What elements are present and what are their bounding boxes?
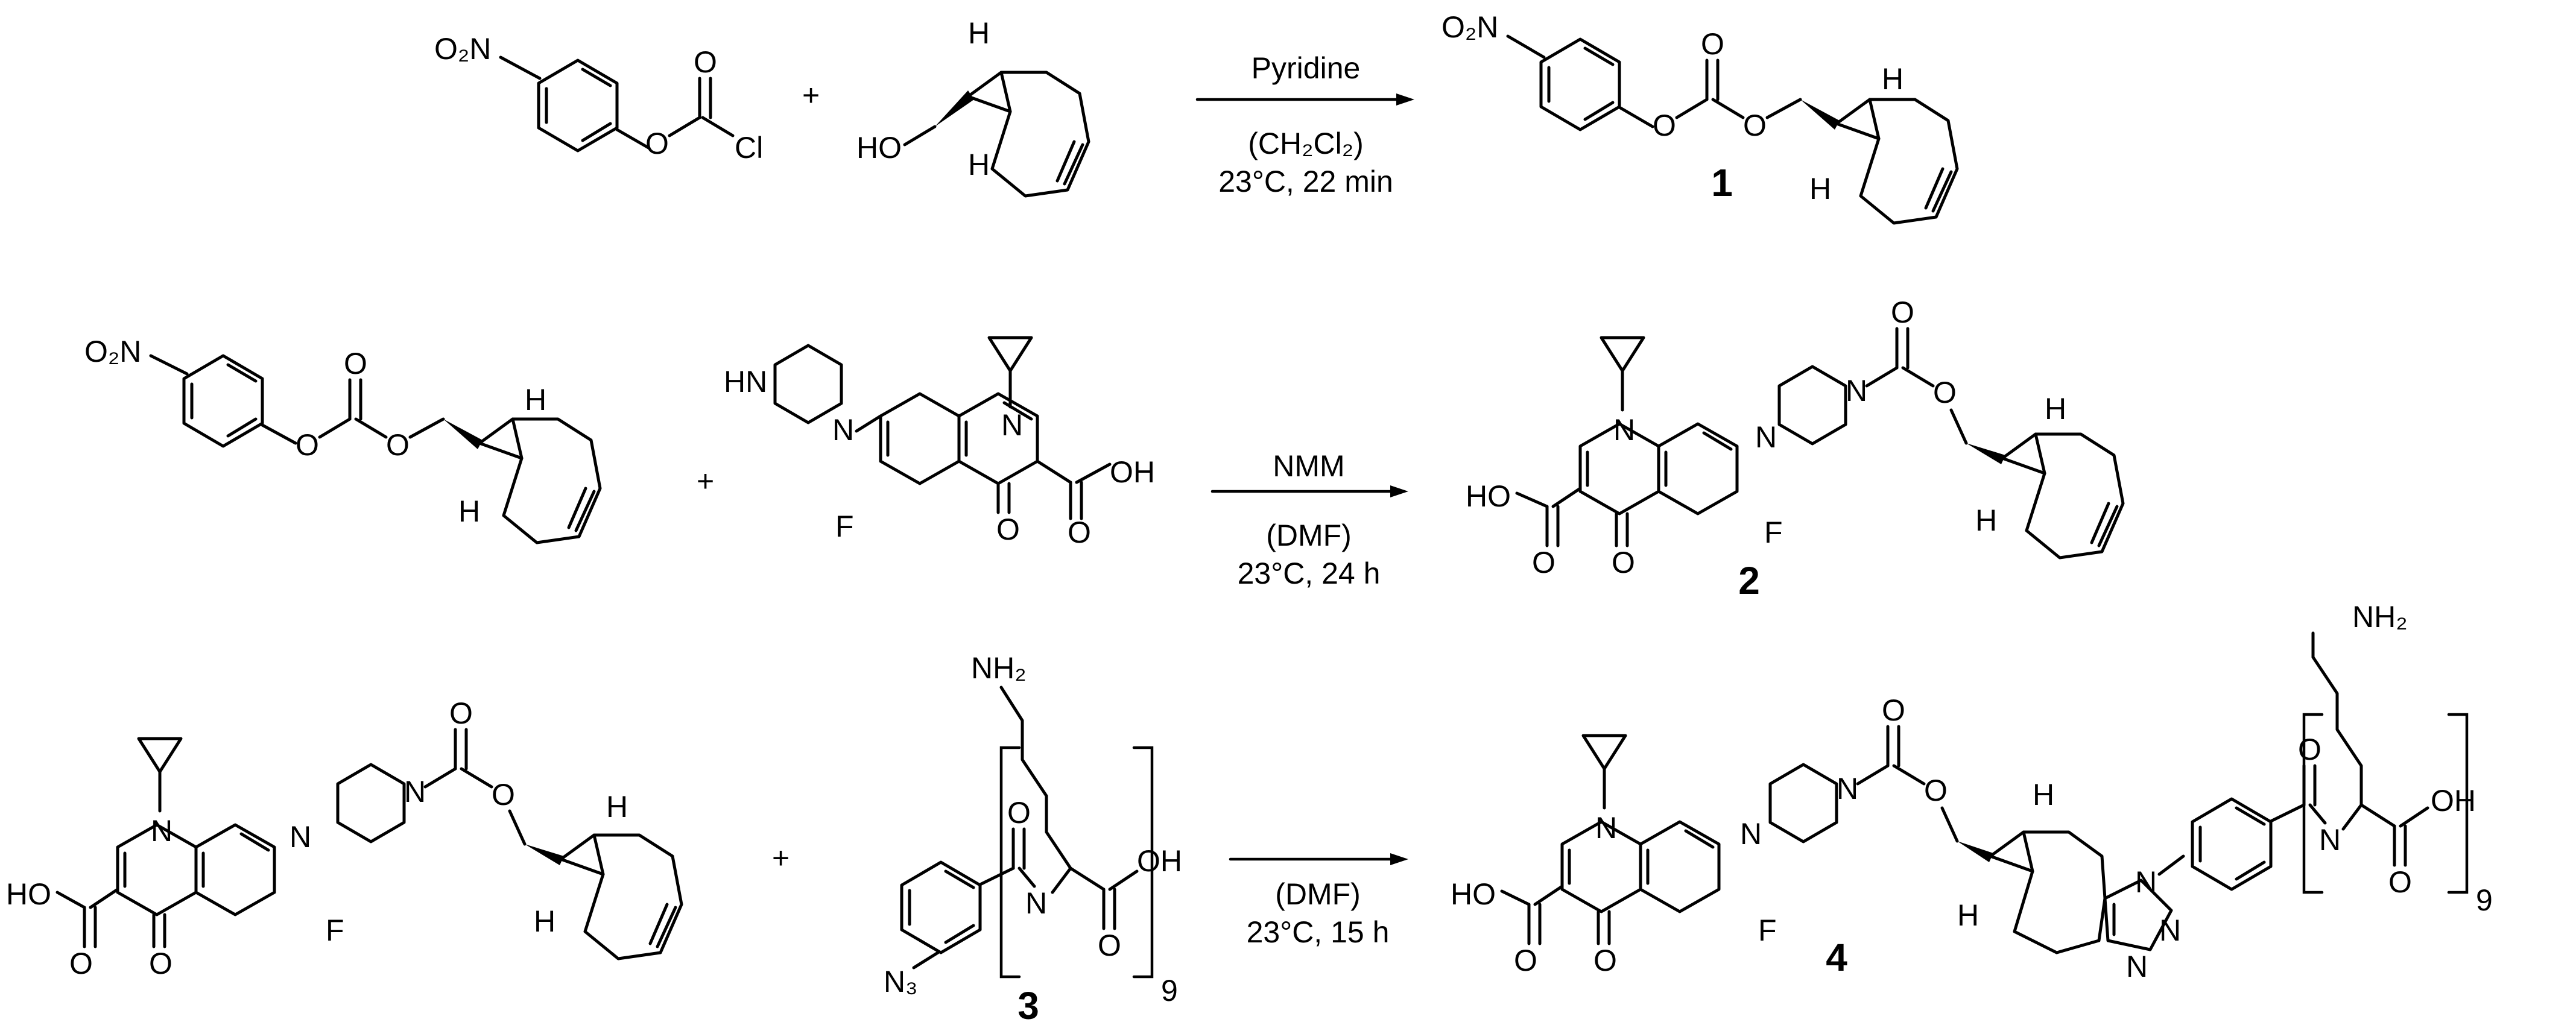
cpd2-n1-label: N [1613,413,1635,447]
cpd2-h-top: H [2045,392,2066,426]
conditions-2: 23°C, 24 h [1238,557,1381,590]
row2-o3-label: O [386,428,410,462]
row3-h-top: H [606,790,628,824]
compound-2-label: 2 [1738,559,1760,602]
triazole-n1-label: N [2135,865,2157,899]
cpd2-acid-o-label: O [1532,546,1555,579]
plus-sign-3: + [772,841,790,875]
cpd2-f-label: F [1764,516,1783,549]
cpd4-amide-o-label: O [2298,733,2321,766]
ester-oxygen-label: O [645,127,669,160]
cpd4-nh-label: N [2319,823,2341,857]
cipro-acid-o-label: O [1068,516,1091,549]
row3-h-bottom: H [534,904,555,938]
cpd2-ketone-o-label: O [1612,546,1635,579]
cpd3-repeat-label: 9 [1161,974,1178,1008]
row3-pip-n1-label: N [290,820,311,854]
cpd4-ketone-o-label: O [1593,944,1617,977]
bridgehead-h-top: H [968,16,990,50]
compound-1-label: 1 [1711,161,1733,204]
cpd4-pip-n1-label: N [1740,817,1762,851]
triazole-n2-label: N [2159,913,2181,947]
carbonyl-oxygen-label: O [694,45,717,79]
row3-f-label: F [326,913,344,947]
cpd2-ho-label: HO [1466,479,1511,513]
cpd4-ho-label: HO [1451,877,1496,911]
cpd4-acid-o2-label: O [2388,865,2412,899]
compound-3-label: 3 [1017,984,1039,1025]
conditions-3: 23°C, 15 h [1247,915,1390,949]
solvent-2: (DMF) [1266,519,1352,552]
cpd4-ester-o-label: O [1924,774,1948,807]
cpd1-o3-label: O [1743,109,1767,142]
triazole-n3-label: N [2126,950,2148,983]
row3-ho-label: HO [6,877,51,911]
cpd1-nitro-label: O₂N [1441,10,1498,44]
cpd4-h-top: H [2033,778,2054,812]
cpd3-acid-o-label: O [1098,929,1121,962]
cpd4-carbonyl-o-label: O [1882,693,1905,727]
cpd3-azide-label: N₃ [884,965,917,998]
cpd1-h-bottom: H [1809,172,1831,206]
cpd4-nh2-label: NH₂ [2352,600,2408,634]
reagent-2: NMM [1273,449,1344,483]
row2-o1-label: O [296,428,319,462]
row3-ketone-o-label: O [149,947,172,980]
cpd3-amide-o-label: O [1007,796,1031,830]
row3-carbonyl-o-label: O [449,696,473,730]
row2-o2-label: O [344,347,367,380]
plus-sign-1: + [802,78,820,112]
cipro-pip-n-label: N [832,413,854,447]
cpd4-oh-label: OH [2431,784,2476,818]
solvent-3: (DMF) [1275,877,1361,911]
plus-sign-2: + [697,464,714,498]
cpd2-pip-n1-label: N [1755,420,1777,454]
cpd3-oh-label: OH [1137,844,1182,878]
cpd4-acid-o-label: O [1514,944,1537,977]
row3-pip-n2-label: N [404,775,426,809]
solvent-1: (CH₂Cl₂) [1248,127,1364,160]
row2-h-bottom: H [458,494,480,528]
cpd1-o2-label: O [1701,27,1724,61]
cpd2-h-bottom: H [1975,503,1997,537]
cpd1-h-top: H [1882,62,1904,96]
cpd2-pip-n2-label: N [1846,374,1867,408]
cipro-f-label: F [835,509,854,543]
reagent-1: Pyridine [1252,51,1361,85]
cipro-ketone-o-label: O [996,512,1020,546]
row3-n1-label: N [151,814,172,848]
row2-h-top: H [525,383,546,417]
nitro-group-label: O₂N [434,32,491,66]
cpd1-o1-label: O [1653,109,1676,142]
row2-nitro-label: O₂N [84,335,141,368]
cipro-n1-label: N [1001,408,1023,442]
compound-4-label: 4 [1826,936,1847,979]
bridgehead-h-bottom: H [968,148,990,181]
conditions-1: 23°C, 22 min [1218,165,1393,198]
cpd4-h-bottom: H [1957,898,1979,932]
row3-ester-o-label: O [492,778,515,812]
row3-acid-o-label: O [69,947,93,980]
cpd2-carbonyl-o-label: O [1891,295,1914,329]
chlorine-label: Cl [735,131,763,165]
cpd2-ester-o-label: O [1933,376,1957,409]
cpd3-nh-label: N [1025,886,1047,920]
cpd3-nh2-label: NH₂ [971,651,1027,685]
cipro-oh-label: OH [1110,455,1155,489]
hydroxyl-label: HO [856,131,902,165]
cpd4-f-label: F [1758,913,1777,947]
cipro-hn-label: HN [724,365,767,399]
cpd4-n1-label: N [1595,811,1617,845]
cpd4-repeat-label: 9 [2476,883,2493,917]
cpd4-pip-n2-label: N [1837,772,1858,806]
